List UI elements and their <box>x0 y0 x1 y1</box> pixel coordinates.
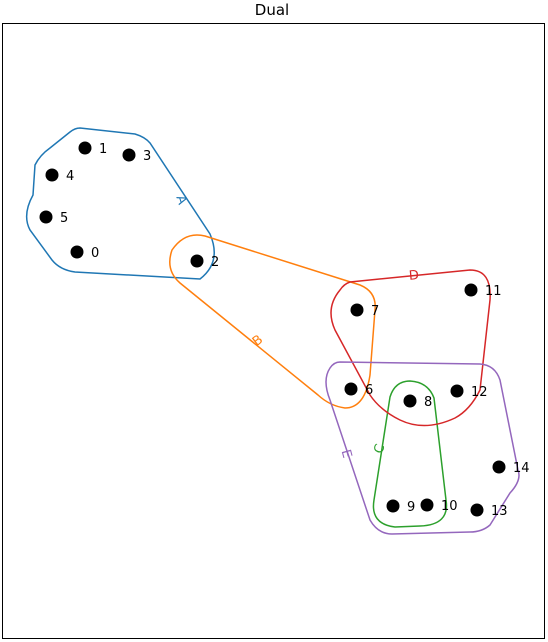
node-label-14: 14 <box>513 461 530 476</box>
node-11 <box>464 283 478 297</box>
node-12 <box>450 384 464 398</box>
node-label-7: 7 <box>371 304 379 319</box>
node-13 <box>470 503 484 517</box>
hyperedge-label-e: E <box>338 448 355 460</box>
hyperedge-label-a: A <box>172 193 189 206</box>
node-14 <box>492 460 506 474</box>
node-label-8: 8 <box>424 395 432 410</box>
hyperedge-e <box>325 361 520 535</box>
node-7 <box>350 303 364 317</box>
node-label-11: 11 <box>485 284 502 299</box>
figure-title: Dual <box>255 1 289 19</box>
node-label-9: 9 <box>407 500 415 515</box>
node-label-2: 2 <box>211 255 219 270</box>
node-label-4: 4 <box>66 169 74 184</box>
node-label-13: 13 <box>491 504 508 519</box>
node-8 <box>403 394 417 408</box>
hyperedge-label-d: D <box>408 268 419 284</box>
node-6 <box>344 382 358 396</box>
node-1 <box>78 141 92 155</box>
hyperedge-d <box>330 269 491 427</box>
hyperedge-a <box>25 127 215 280</box>
node-label-0: 0 <box>91 246 99 261</box>
node-label-1: 1 <box>99 142 107 157</box>
node-9 <box>386 499 400 513</box>
node-0 <box>70 245 84 259</box>
node-10 <box>420 498 434 512</box>
node-label-6: 6 <box>365 383 373 398</box>
node-label-3: 3 <box>143 149 151 164</box>
hyperedge-c <box>372 380 448 528</box>
node-label-5: 5 <box>60 211 68 226</box>
hyperedge-layer: A B C D E <box>25 127 520 535</box>
node-4 <box>45 168 59 182</box>
hyperedge-label-b: B <box>250 332 266 349</box>
node-2 <box>190 254 204 268</box>
node-label-12: 12 <box>471 385 488 400</box>
node-5 <box>39 210 53 224</box>
plot-frame <box>2 23 545 639</box>
node-3 <box>122 148 136 162</box>
node-label-10: 10 <box>441 499 458 514</box>
hyperedge-b <box>169 234 376 409</box>
hyperedge-label-c: C <box>371 442 388 455</box>
